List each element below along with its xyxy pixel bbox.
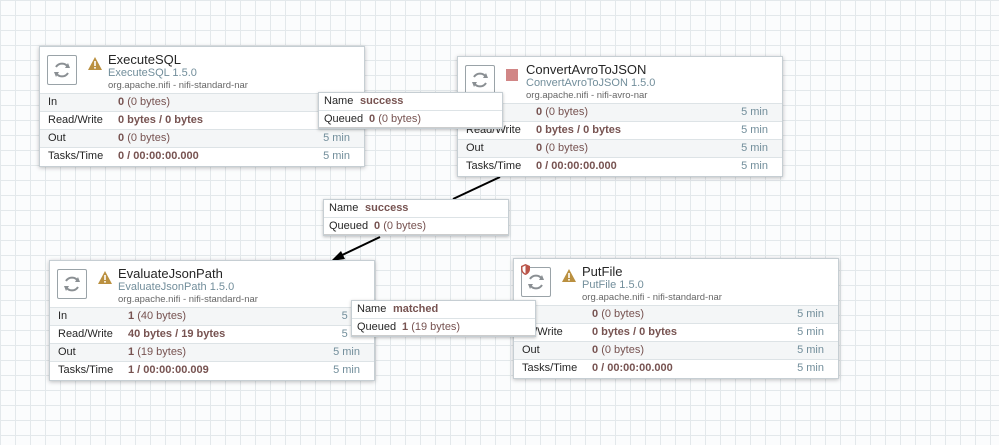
processor-bundle: org.apache.nifi - nifi-standard-nar bbox=[582, 292, 722, 303]
stat-row-tasks: Tasks/Time 0 / 00:00:00.000 5 min bbox=[458, 157, 782, 175]
processor-name: ConvertAvroToJSON bbox=[526, 62, 647, 77]
stat-row-tasks: Tasks/Time 0 / 00:00:00.000 5 min bbox=[514, 359, 838, 377]
processor-bundle: org.apache.nifi - nifi-avro-nar bbox=[526, 90, 648, 101]
connection-queued-row: Queued 0 (0 bytes) bbox=[324, 217, 508, 235]
warning-icon[interactable] bbox=[88, 57, 102, 70]
stat-row-out: Out 0 (0 bytes) 5 min bbox=[514, 341, 838, 359]
edge-line[interactable] bbox=[452, 176, 501, 200]
connection-queued-row: Queued 1 (19 bytes) bbox=[352, 318, 535, 336]
processor-bundle: org.apache.nifi - nifi-standard-nar bbox=[108, 80, 248, 91]
stat-row-readwrite: Read/Write 0 bytes / 0 bytes 5 min bbox=[458, 121, 782, 139]
processor-icon bbox=[465, 65, 495, 95]
warning-icon[interactable] bbox=[562, 269, 576, 282]
stat-row-readwrite: Read/Write 0 bytes / 0 bytes bbox=[40, 111, 364, 129]
processor-icon bbox=[47, 55, 77, 85]
processor-header: ConvertAvroToJSON ConvertAvroToJSON 1.5.… bbox=[458, 57, 782, 103]
connection-name-row: Name matched bbox=[357, 303, 439, 315]
restricted-shield-icon bbox=[521, 264, 530, 275]
processor-name: PutFile bbox=[582, 264, 623, 279]
arrowhead-icon bbox=[331, 251, 345, 261]
connection-name-row: Name success bbox=[324, 95, 404, 107]
processor-convertavrotojson[interactable]: ConvertAvroToJSON ConvertAvroToJSON 1.5.… bbox=[457, 56, 783, 177]
processor-bundle: org.apache.nifi - nifi-standard-nar bbox=[118, 294, 258, 305]
stat-row-readwrite: Read/Write 40 bytes / 19 bytes 5 m bbox=[50, 325, 374, 343]
stat-row-tasks: Tasks/Time 0 / 00:00:00.000 5 min bbox=[40, 147, 364, 165]
processor-putfile[interactable]: PutFile PutFile 1.5.0 org.apache.nifi - … bbox=[513, 258, 839, 379]
processor-name: ExecuteSQL bbox=[108, 52, 181, 67]
processor-executesql[interactable]: ExecuteSQL ExecuteSQL 1.5.0 org.apache.n… bbox=[39, 46, 365, 167]
connection-label-success-1[interactable]: Name success Queued 0 (0 bytes) bbox=[318, 92, 503, 129]
edge-line[interactable] bbox=[337, 236, 381, 258]
stat-row-in: In 1 (40 bytes) 5 m bbox=[50, 307, 374, 325]
queue-progress-ticks bbox=[319, 124, 502, 128]
processor-type: ExecuteSQL 1.5.0 bbox=[108, 67, 197, 79]
processor-type: PutFile 1.5.0 bbox=[582, 279, 644, 291]
queue-progress-ticks bbox=[352, 332, 535, 336]
warning-icon[interactable] bbox=[98, 271, 112, 284]
processor-header: ExecuteSQL ExecuteSQL 1.5.0 org.apache.n… bbox=[40, 47, 364, 93]
queue-progress-ticks bbox=[324, 231, 508, 235]
processor-name: EvaluateJsonPath bbox=[118, 266, 223, 281]
stat-row-in: 0 (0 bytes) 5 min bbox=[458, 103, 782, 121]
processor-type: ConvertAvroToJSON 1.5.0 bbox=[526, 77, 656, 89]
processor-type: EvaluateJsonPath 1.5.0 bbox=[118, 281, 235, 293]
processor-evaluatejsonpath[interactable]: EvaluateJsonPath EvaluateJsonPath 1.5.0 … bbox=[49, 260, 375, 381]
stat-row-readwrite: ad/Write 0 bytes / 0 bytes 5 min bbox=[514, 323, 838, 341]
stat-row-tasks: Tasks/Time 1 / 00:00:00.009 5 min bbox=[50, 361, 374, 379]
stat-row-in: 0 (0 bytes) 5 min bbox=[514, 305, 838, 323]
connection-queued-row: Queued 0 (0 bytes) bbox=[319, 110, 502, 128]
processor-icon bbox=[57, 269, 87, 299]
stat-row-in: In 0 (0 bytes) bbox=[40, 93, 364, 111]
stat-row-out: Out 0 (0 bytes) 5 min bbox=[40, 129, 364, 147]
processor-header: PutFile PutFile 1.5.0 org.apache.nifi - … bbox=[514, 259, 838, 305]
stat-row-out: Out 0 (0 bytes) 5 min bbox=[458, 139, 782, 157]
connection-label-success-2[interactable]: Name success Queued 0 (0 bytes) bbox=[323, 199, 509, 236]
connection-label-matched[interactable]: Name matched Queued 1 (19 bytes) bbox=[351, 300, 536, 337]
connection-name-row: Name success bbox=[329, 202, 409, 214]
processor-header: EvaluateJsonPath EvaluateJsonPath 1.5.0 … bbox=[50, 261, 374, 307]
stopped-icon[interactable] bbox=[506, 69, 518, 81]
stat-row-out: Out 1 (19 bytes) 5 min bbox=[50, 343, 374, 361]
